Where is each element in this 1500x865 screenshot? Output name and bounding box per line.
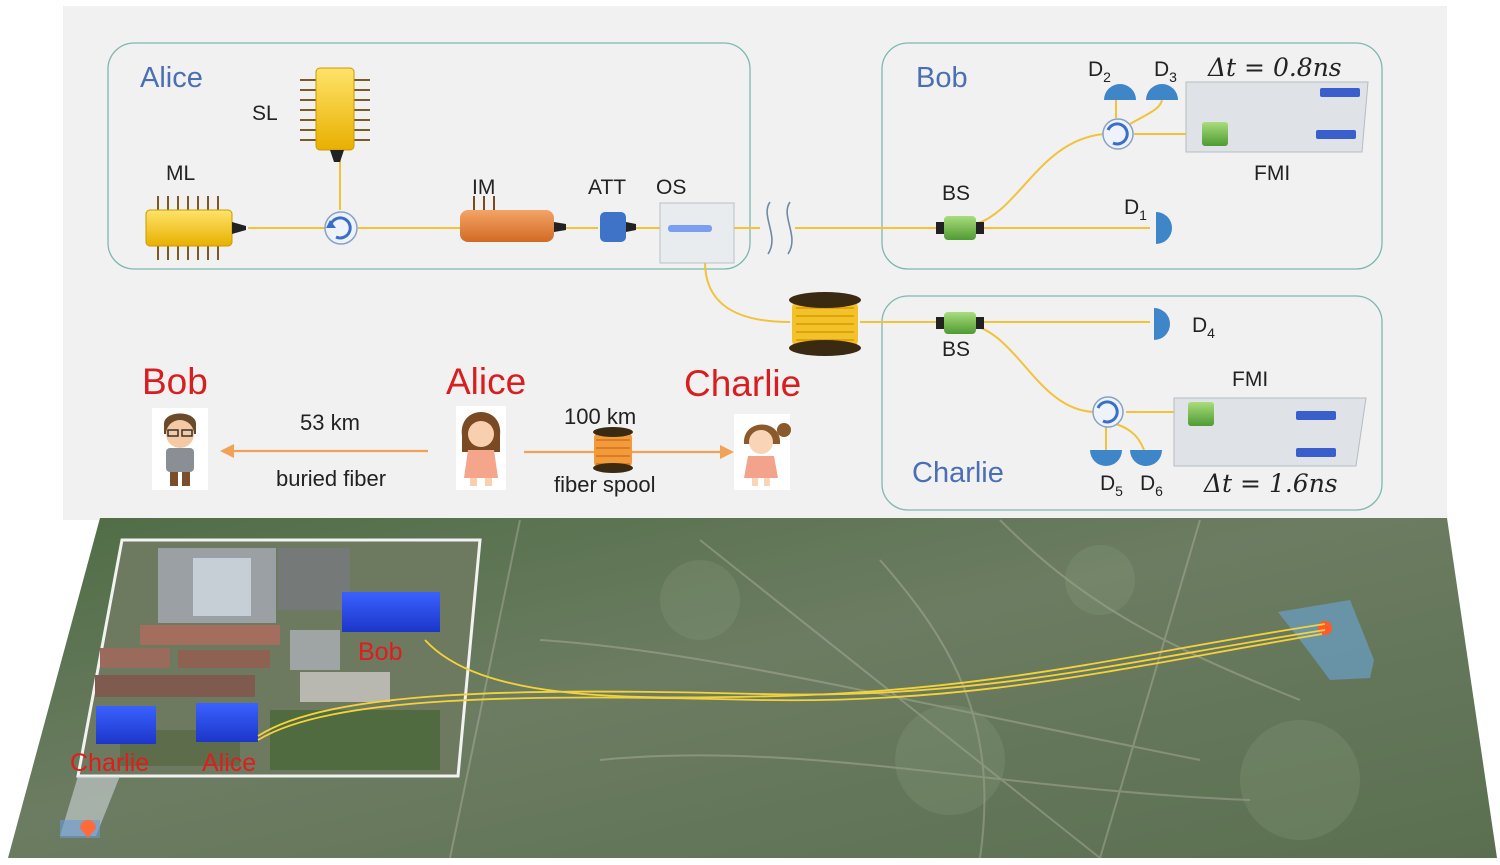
charlie-circulator-icon [1092,396,1124,428]
ml-laser-icon [145,196,246,260]
campus-inset [76,538,482,778]
charlie-station-title: Charlie [912,457,1004,489]
satellite-map: Bob Charlie Alice [8,518,1497,859]
bob-circulator-icon [1102,118,1134,150]
fiber-break [766,201,793,255]
im-label: IM [472,176,495,199]
charlie-building [96,706,156,744]
bob-person-icon [152,408,208,490]
map-label-bob: Bob [358,638,402,666]
bob-medium-label: buried fiber [276,466,386,491]
circulator-icon [324,211,358,245]
bob-fmi-label: FMI [1254,162,1290,185]
d4-label: D4 [1192,314,1215,341]
d5-label: D5 [1100,472,1123,499]
bob-box [881,42,1383,270]
detector-d1-icon [1156,212,1172,244]
alice-box [107,42,751,270]
d3-label: D3 [1154,58,1177,85]
charlie-fmi-icon [1173,397,1367,467]
detector-d5-icon [1090,450,1122,466]
bob-location-marker [1318,621,1332,635]
charlie-person-icon [734,414,791,490]
alice-person-icon [456,406,506,490]
buried-fiber-route [257,623,1326,741]
optical-switch-icon [659,202,735,264]
overview-spool-icon [593,427,633,473]
charlie-distance-label: 100 km [564,404,636,429]
im-modulator-icon [460,196,566,242]
map-label-charlie: Charlie [70,749,149,777]
d6-label: D6 [1140,472,1163,499]
alice-station-title: Alice [140,62,203,94]
bob-building [342,592,440,632]
d1-label: D1 [1124,196,1147,223]
link-arrows [220,444,734,459]
d2-label: D2 [1088,58,1111,85]
bob-delay-label: Δt = 0.8ns [1207,53,1342,82]
bob-bs-label: BS [942,182,970,205]
detector-d4-icon [1154,308,1170,340]
charlie-bs-label: BS [942,338,970,361]
fiber-spool-icon [789,292,861,356]
att-label: ATT [588,176,626,199]
alice-location-marker [80,820,96,838]
bob-station-title: Bob [916,62,968,94]
attenuator-icon [600,212,636,242]
detector-d2-icon [1104,84,1136,100]
detector-d6-icon [1130,450,1162,466]
ml-label: ML [166,162,195,185]
bob-beamsplitter-icon [936,216,984,240]
bob-fmi-icon [1185,81,1369,153]
detector-d3-icon [1146,84,1178,100]
charlie-box [881,295,1383,511]
alice-building [196,703,258,742]
os-label: OS [656,176,686,199]
overview-bob-name: Bob [142,361,208,402]
map-label-alice: Alice [202,749,256,777]
bob-distance-label: 53 km [300,410,360,435]
sl-label: SL [252,102,278,125]
charlie-fmi-label: FMI [1232,368,1268,391]
charlie-beamsplitter-icon [936,312,984,334]
charlie-medium-label: fiber spool [554,472,656,497]
charlie-delay-label: Δt = 1.6ns [1203,469,1338,498]
overview-charlie-name: Charlie [684,363,801,404]
sl-laser-icon [300,67,370,162]
overview-alice-name: Alice [446,361,526,402]
